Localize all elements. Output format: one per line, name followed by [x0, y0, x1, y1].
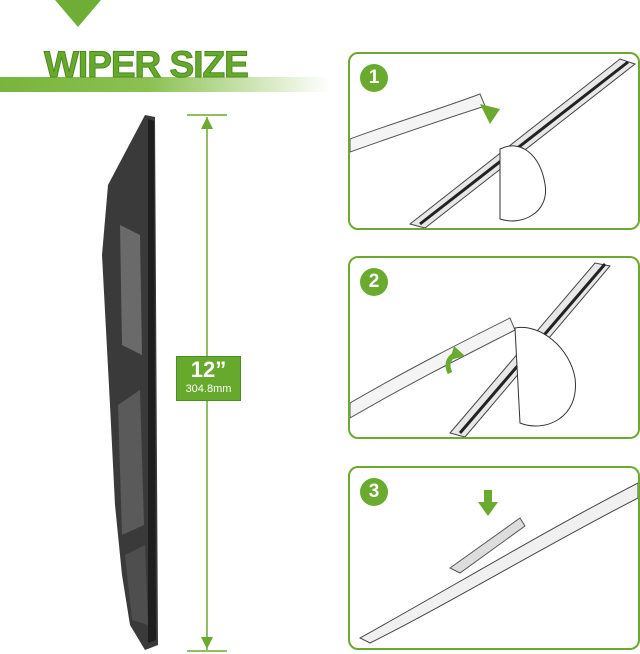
step-number: 3 [360, 478, 388, 506]
down-triangle-icon [55, 0, 101, 27]
step-2-illustration [350, 262, 611, 437]
title-band [0, 77, 330, 92]
size-mm: 304.8mm [185, 383, 232, 395]
arrow-down-icon [478, 502, 498, 516]
step-1-panel: 1 [348, 52, 640, 230]
step-number: 2 [360, 268, 388, 296]
size-inches: 12” [190, 357, 227, 382]
size-label: 12” 304.8mm [176, 356, 241, 401]
page-title: WIPER SIZE [44, 44, 250, 86]
step-number: 1 [360, 64, 388, 92]
step-3-panel: 3 [348, 466, 640, 650]
step-1-illustration [350, 58, 637, 228]
arrow-up-left-icon [480, 104, 500, 124]
step-2-panel: 2 [348, 256, 640, 439]
step-3-illustration [358, 482, 638, 644]
